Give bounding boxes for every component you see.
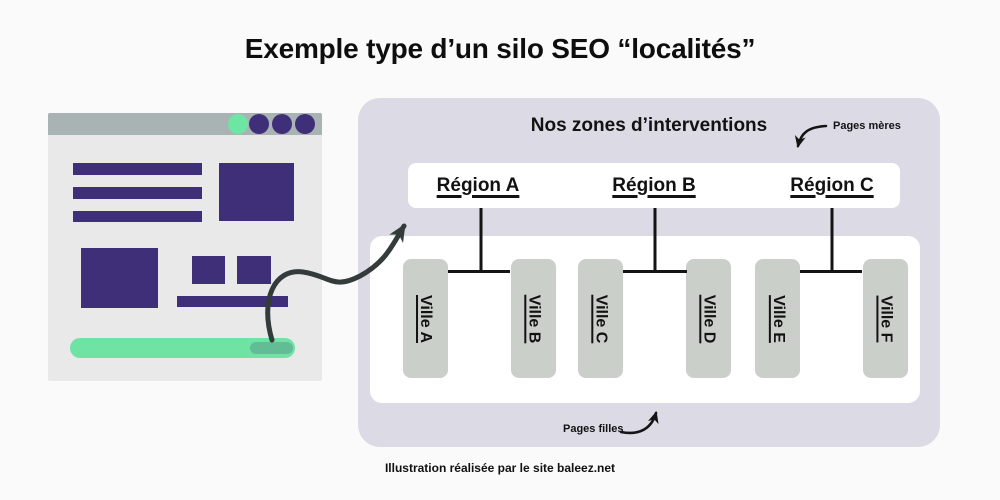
wireframe-link-button (250, 342, 293, 354)
wireframe-text-bar (73, 163, 202, 175)
ville-link-d: Ville D (700, 294, 718, 343)
wireframe-image-block (219, 163, 294, 221)
window-dot-purple-icon (249, 114, 269, 134)
ville-card-b: Ville B (511, 259, 556, 378)
wireframe-text-bar (73, 211, 202, 222)
parents-annotation: Pages mères (833, 120, 901, 132)
ville-card-f: Ville F (863, 259, 908, 378)
ville-card-d: Ville D (686, 259, 731, 378)
credit-caption: Illustration réalisée par le site baleez… (384, 461, 616, 475)
ville-link-a: Ville A (417, 294, 435, 343)
browser-titlebar (48, 113, 322, 135)
ville-link-e: Ville E (769, 294, 787, 343)
ville-link-f: Ville F (877, 295, 895, 342)
window-dot-purple-icon (272, 114, 292, 134)
wireframe-text-bar (177, 296, 288, 307)
window-dot-purple-icon (295, 114, 315, 134)
region-link-a: Région A (436, 174, 520, 196)
wireframe-highlighted-link-bar (70, 338, 295, 358)
ville-card-c: Ville C (578, 259, 623, 378)
children-annotation: Pages filles (563, 423, 624, 435)
ville-card-a: Ville A (403, 259, 448, 378)
silo-heading: Nos zones d’interventions (530, 115, 768, 136)
ville-link-b: Ville B (525, 294, 543, 343)
wireframe-thumb-block (237, 256, 271, 284)
page-title: Exemple type d’un silo SEO “localités” (244, 33, 756, 64)
browser-window-mockup (48, 113, 322, 381)
wireframe-image-block (81, 248, 158, 308)
regions-box: Région A Région B Région C (408, 163, 900, 208)
region-link-b: Région B (612, 174, 696, 196)
ville-card-e: Ville E (755, 259, 800, 378)
window-dot-green-icon (228, 114, 248, 134)
ville-link-c: Ville C (592, 294, 610, 343)
wireframe-text-bar (73, 187, 202, 199)
region-link-c: Région C (790, 174, 874, 196)
wireframe-thumb-block (192, 256, 225, 284)
silo-panel: Nos zones d’interventions Pages mères Ré… (358, 98, 940, 447)
villes-box (370, 236, 920, 403)
